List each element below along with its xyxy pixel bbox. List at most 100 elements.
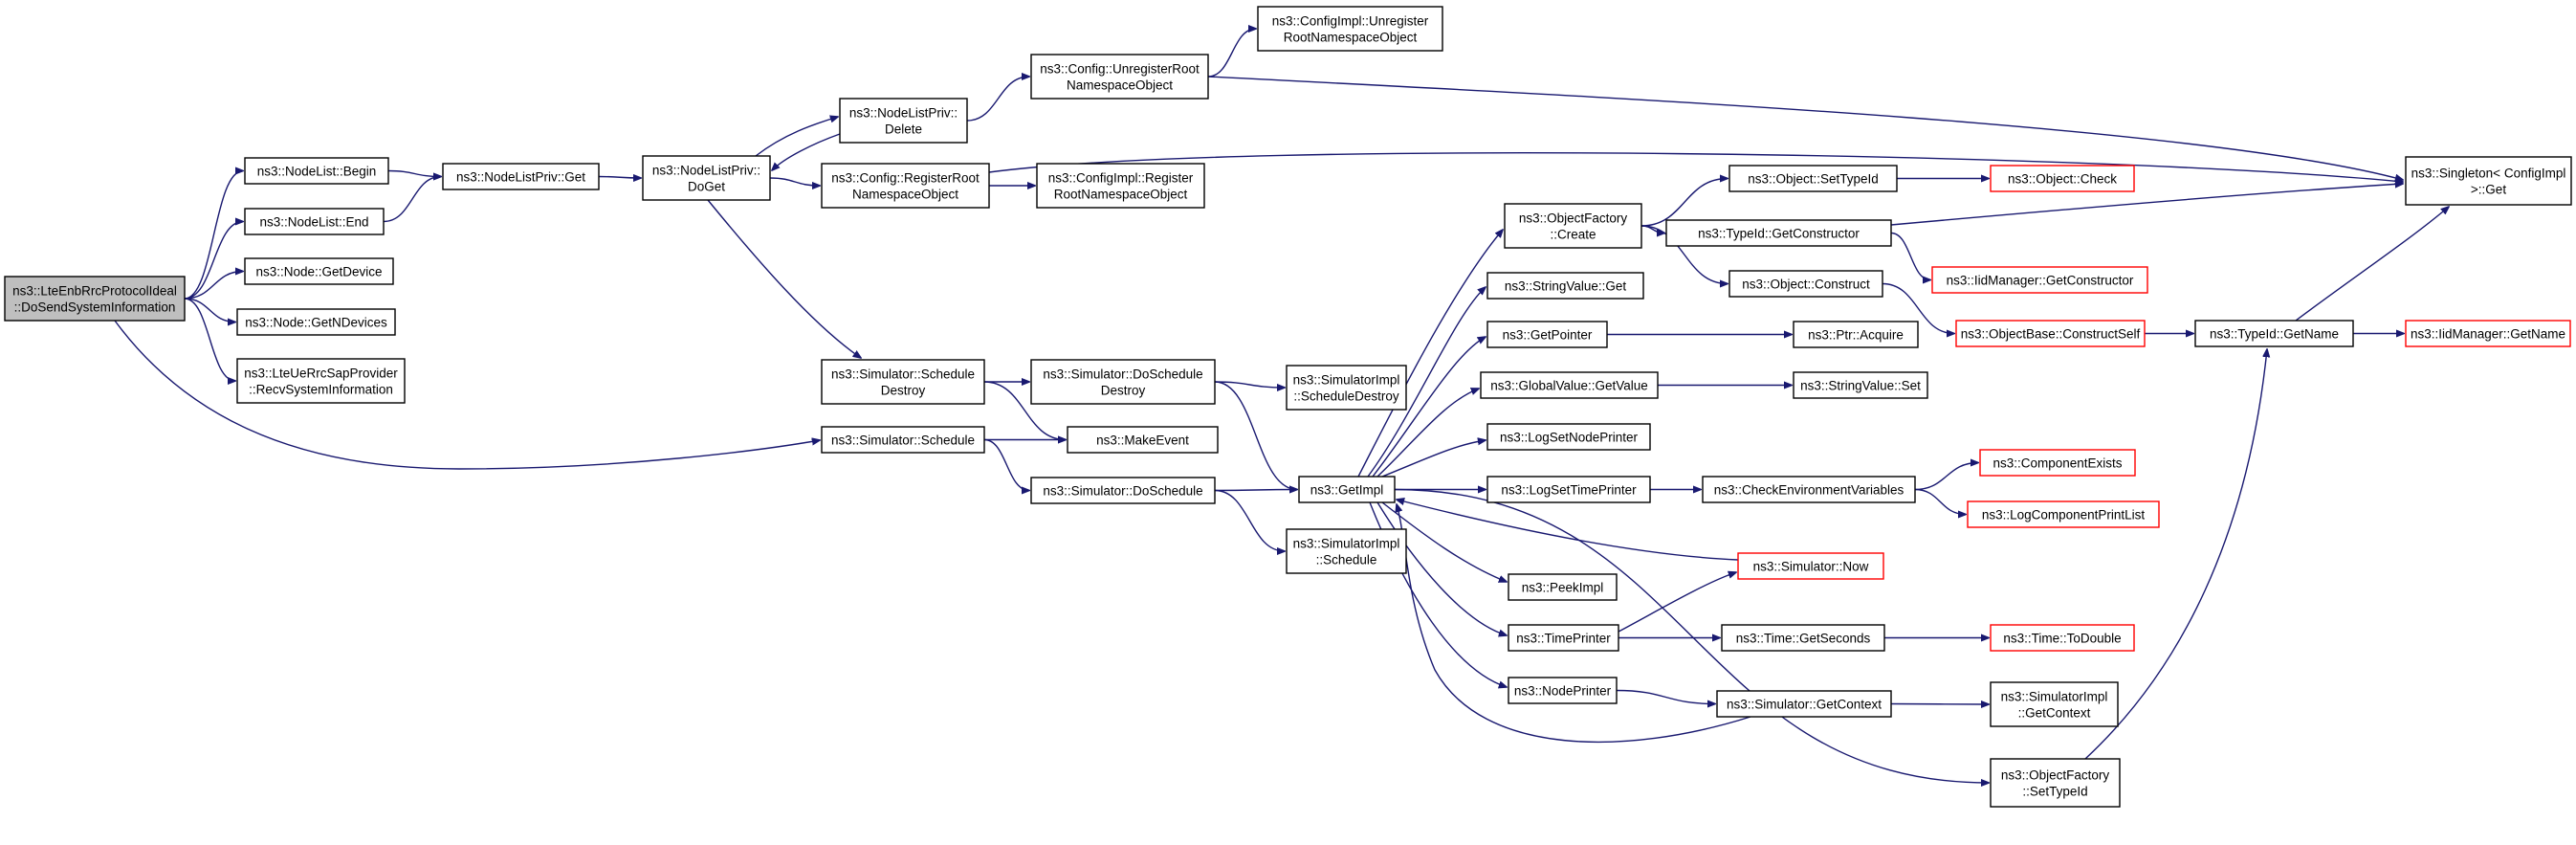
node-box[interactable] — [1990, 165, 2135, 192]
node-logsetnodeprinter[interactable]: ns3::LogSetNodePrinter — [1486, 423, 1651, 451]
node-sim_doschedule[interactable]: ns3::Simulator::DoSchedule — [1030, 477, 1216, 504]
node-box[interactable] — [1036, 163, 1205, 209]
node-box[interactable] — [2405, 156, 2572, 206]
node-box[interactable] — [1990, 758, 2121, 808]
node-nlp_get[interactable]: ns3::NodeListPriv::Get — [442, 163, 600, 190]
node-simimpl_getcontext[interactable]: ns3::SimulatorImpl::GetContext — [1990, 681, 2119, 727]
node-typeid_getname[interactable]: ns3::TypeId::GetName — [2194, 320, 2354, 347]
node-box[interactable] — [1728, 165, 1898, 192]
node-node_getndevices[interactable]: ns3::Node::GetNDevices — [236, 308, 396, 336]
node-box[interactable] — [1990, 624, 2135, 652]
node-logcomponentprintlist[interactable]: ns3::LogComponentPrintList — [1967, 500, 2160, 528]
node-makeevent[interactable]: ns3::MakeEvent — [1067, 426, 1219, 454]
node-typeid_getconstructor[interactable]: ns3::TypeId::GetConstructor — [1665, 219, 1892, 247]
node-cfgimpl_unreg[interactable]: ns3::ConfigImpl::UnregisterRootNamespace… — [1257, 6, 1443, 52]
node-nlp_delete[interactable]: ns3::NodeListPriv::Delete — [839, 98, 968, 144]
node-box[interactable] — [1486, 476, 1651, 503]
node-box[interactable] — [1030, 359, 1216, 405]
node-box[interactable] — [1990, 681, 2119, 727]
node-box[interactable] — [1486, 272, 1644, 300]
node-time_getseconds[interactable]: ns3::Time::GetSeconds — [1721, 624, 1885, 652]
node-box[interactable] — [1286, 365, 1407, 411]
node-getimpl[interactable]: ns3::GetImpl — [1298, 476, 1396, 503]
node-objectbase_constructself[interactable]: ns3::ObjectBase::ConstructSelf — [1955, 320, 2146, 347]
node-box[interactable] — [821, 426, 985, 454]
node-nlp_doget[interactable]: ns3::NodeListPriv::DoGet — [642, 155, 771, 201]
node-stringvalue_get[interactable]: ns3::StringValue::Get — [1486, 272, 1644, 300]
node-ptr_acquire[interactable]: ns3::Ptr::Acquire — [1793, 321, 1919, 348]
node-nl_begin[interactable]: ns3::NodeList::Begin — [244, 157, 389, 185]
node-node_getdevice[interactable]: ns3::Node::GetDevice — [244, 257, 394, 285]
node-sim_schedule[interactable]: ns3::Simulator::Schedule — [821, 426, 985, 454]
node-box[interactable] — [821, 359, 985, 405]
node-timeprinter[interactable]: ns3::TimePrinter — [1508, 624, 1619, 652]
node-box[interactable] — [236, 308, 396, 336]
node-box[interactable] — [1728, 270, 1883, 298]
node-box[interactable] — [1793, 321, 1919, 348]
node-componentexists[interactable]: ns3::ComponentExists — [1979, 449, 2136, 477]
node-box[interactable] — [839, 98, 968, 144]
node-box[interactable] — [1508, 677, 1618, 704]
node-box[interactable] — [1480, 371, 1659, 399]
node-box[interactable] — [1486, 321, 1608, 348]
node-nodeprinter[interactable]: ns3::NodePrinter — [1508, 677, 1618, 704]
node-stringvalue_set[interactable]: ns3::StringValue::Set — [1793, 371, 1928, 399]
node-sim_scheddestroy[interactable]: ns3::Simulator::ScheduleDestroy — [821, 359, 985, 405]
node-box[interactable] — [4, 276, 186, 322]
node-iidmanager_getname[interactable]: ns3::IidManager::GetName — [2405, 320, 2571, 347]
node-box[interactable] — [1486, 423, 1651, 451]
node-box[interactable] — [1508, 573, 1618, 601]
node-sim_now[interactable]: ns3::Simulator::Now — [1737, 552, 1884, 580]
node-peekimpl[interactable]: ns3::PeekImpl — [1508, 573, 1618, 601]
node-objfactory_settypeid[interactable]: ns3::ObjectFactory::SetTypeId — [1990, 758, 2121, 808]
node-object_check[interactable]: ns3::Object::Check — [1990, 165, 2135, 192]
node-simimpl_schedule[interactable]: ns3::SimulatorImpl::Schedule — [1286, 528, 1407, 574]
node-box[interactable] — [1665, 219, 1892, 247]
node-box[interactable] — [1298, 476, 1396, 503]
node-box[interactable] — [1793, 371, 1928, 399]
node-sim_getcontext[interactable]: ns3::Simulator::GetContext — [1716, 690, 1892, 718]
node-box[interactable] — [1504, 203, 1642, 249]
node-box[interactable] — [642, 155, 771, 201]
node-box[interactable] — [244, 157, 389, 185]
node-object_construct[interactable]: ns3::Object::Construct — [1728, 270, 1883, 298]
node-box[interactable] — [1702, 476, 1916, 503]
node-cfgimpl_reg[interactable]: ns3::ConfigImpl::RegisterRootNamespaceOb… — [1036, 163, 1205, 209]
node-box[interactable] — [1737, 552, 1884, 580]
node-objfactory_create[interactable]: ns3::ObjectFactory::Create — [1504, 203, 1642, 249]
node-box[interactable] — [244, 257, 394, 285]
node-box[interactable] — [1508, 624, 1619, 652]
node-box[interactable] — [442, 163, 600, 190]
node-box[interactable] — [1716, 690, 1892, 718]
node-simimpl_scheddestroy[interactable]: ns3::SimulatorImpl::ScheduleDestroy — [1286, 365, 1407, 411]
node-box[interactable] — [1257, 6, 1443, 52]
node-object_settypeid[interactable]: ns3::Object::SetTypeId — [1728, 165, 1898, 192]
node-checkenv[interactable]: ns3::CheckEnvironmentVariables — [1702, 476, 1916, 503]
node-cfg_unreg[interactable]: ns3::Config::UnregisterRootNamespaceObje… — [1030, 54, 1209, 100]
node-box[interactable] — [1030, 477, 1216, 504]
node-box[interactable] — [1286, 528, 1407, 574]
node-root[interactable]: ns3::LteEnbRrcProtocolIdeal::DoSendSyste… — [4, 276, 186, 322]
node-box[interactable] — [1931, 266, 2148, 294]
node-box[interactable] — [1030, 54, 1209, 100]
node-iidmanager_getconstructor[interactable]: ns3::IidManager::GetConstructor — [1931, 266, 2148, 294]
node-logsettimeprinter[interactable]: ns3::LogSetTimePrinter — [1486, 476, 1651, 503]
node-time_todouble[interactable]: ns3::Time::ToDouble — [1990, 624, 2135, 652]
node-box[interactable] — [244, 208, 385, 235]
node-box[interactable] — [236, 358, 406, 404]
node-nl_end[interactable]: ns3::NodeList::End — [244, 208, 385, 235]
node-getpointer[interactable]: ns3::GetPointer — [1486, 321, 1608, 348]
node-box[interactable] — [1721, 624, 1885, 652]
node-box[interactable] — [1967, 500, 2160, 528]
node-globalvalue_getvalue[interactable]: ns3::GlobalValue::GetValue — [1480, 371, 1659, 399]
node-singleton_get[interactable]: ns3::Singleton< ConfigImpl >::Get — [2405, 156, 2572, 206]
node-recvsysinfo[interactable]: ns3::LteUeRrcSapProvider::RecvSystemInfo… — [236, 358, 406, 404]
node-box[interactable] — [1955, 320, 2146, 347]
node-box[interactable] — [2405, 320, 2571, 347]
node-box[interactable] — [821, 163, 990, 209]
node-box[interactable] — [1979, 449, 2136, 477]
node-box[interactable] — [1067, 426, 1219, 454]
node-box[interactable] — [2194, 320, 2354, 347]
